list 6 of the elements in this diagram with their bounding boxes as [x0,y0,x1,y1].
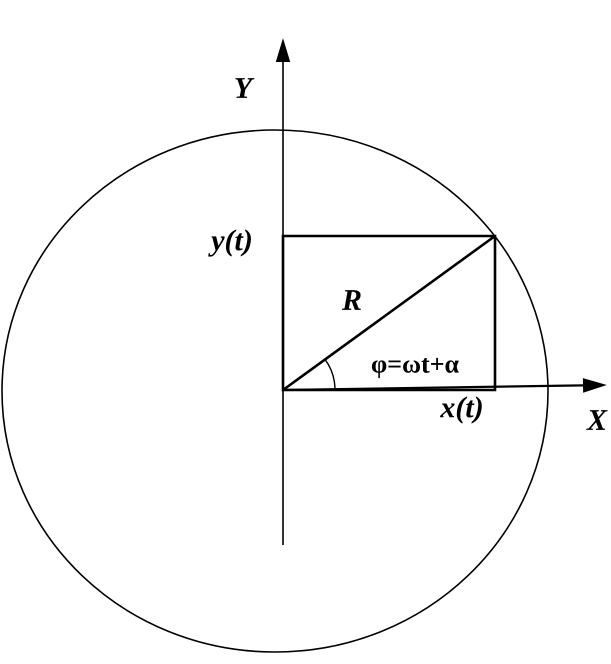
coordinate-label: y(t) [208,229,251,257]
angle-formula: φ=ωt+α [372,358,459,378]
axis-label: Y [235,78,254,98]
axis-label: X [586,410,608,430]
radius-label: R [342,290,361,310]
coordinate-label: x(t) [440,396,482,424]
